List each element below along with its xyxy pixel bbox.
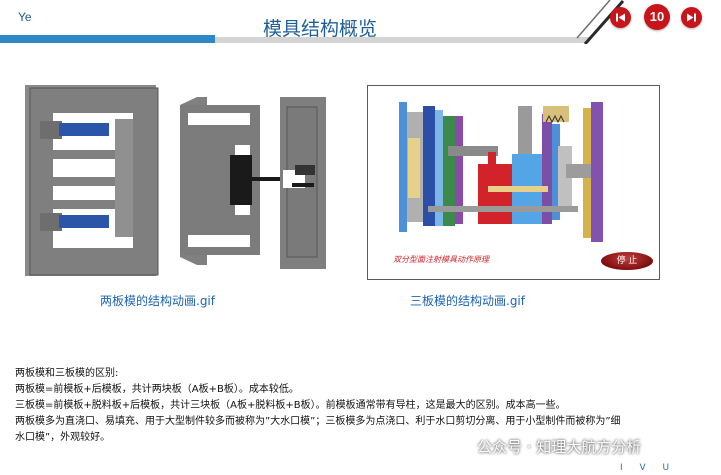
- skip-previous-icon: [616, 13, 625, 22]
- description-line: 水口模”，外观较好。: [15, 432, 111, 443]
- header-divider-bar: [215, 37, 655, 43]
- description-line: 两板模和三板模的区别:: [15, 368, 119, 379]
- animation-label: 双分型面注射模具动作原理: [393, 255, 489, 264]
- brand-logo-text: Ye: [18, 10, 32, 24]
- three-plate-mold-animation: [367, 85, 660, 280]
- two-plate-mold-animation: [25, 85, 326, 276]
- three-plate-caption: 三板模的结构动画.gif: [410, 294, 525, 308]
- header-accent-bar: [0, 35, 215, 43]
- three-plate-mold-drawing: [399, 102, 603, 242]
- stop-button[interactable]: 停 止: [601, 252, 653, 270]
- comparison-description: 两板模和三板模的区别: 两板模=前模板+后模板，共计两块板（A板+B板）。成本较…: [15, 366, 705, 446]
- footer-mark: I V U: [620, 463, 677, 473]
- description-line: 三板模=前模板+脱料板+后模板，共计三块板（A板+脱料板+B板）。前模板通常带有…: [15, 400, 566, 411]
- watermark-text: 公众号 · 知理大航方分析: [477, 438, 642, 456]
- page-number-badge[interactable]: 10: [644, 4, 670, 30]
- description-line: 两板模多为直浇口、易填充、用于大型制件较多而被称为”大水口模”；三板模多为点浇口…: [15, 416, 621, 427]
- previous-page-button[interactable]: [610, 7, 631, 28]
- page-title: 模具结构概览: [262, 18, 377, 40]
- description-line: 两板模=前模板+后模板，共计两块板（A板+B板）。成本较低。: [15, 384, 299, 395]
- next-page-button[interactable]: [681, 7, 702, 28]
- two-plate-caption: 两板模的结构动画.gif: [100, 294, 215, 308]
- skip-next-icon: [687, 13, 696, 22]
